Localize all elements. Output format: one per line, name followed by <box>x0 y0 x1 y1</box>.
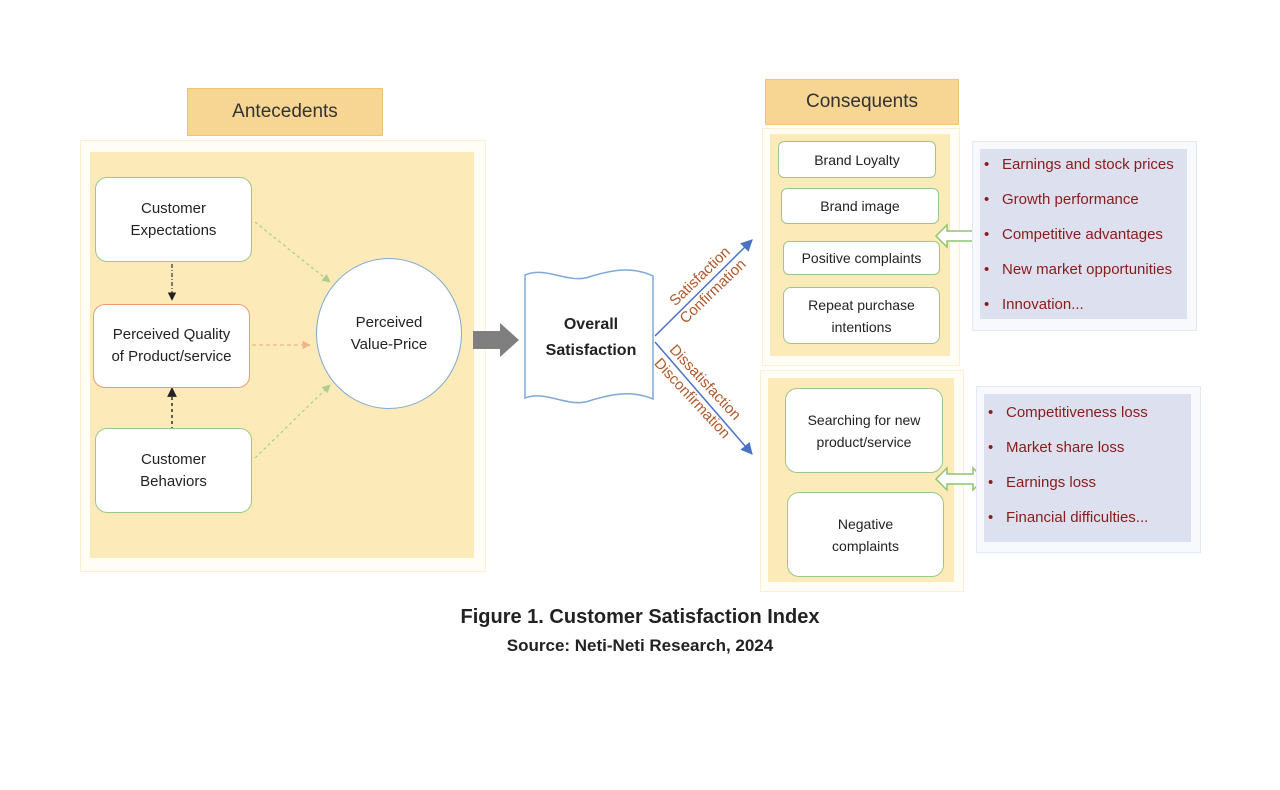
consequents-header: Consequents <box>765 79 959 125</box>
outcome-competitive-advantages: Competitive advantages <box>980 226 1187 261</box>
outcome-market-share-loss: Market share loss <box>984 439 1191 474</box>
perceived-quality-node: Perceived Quality of Product/service <box>93 304 250 388</box>
negative-complaints-node: Negative complaints <box>787 492 944 577</box>
antecedents-header: Antecedents <box>187 88 383 136</box>
overall-satisfaction-shape <box>524 269 654 404</box>
outcome-new-market: New market opportunities <box>980 261 1187 296</box>
repeat-purchase-node: Repeat purchase intentions <box>783 287 940 344</box>
positive-complaints-node: Positive complaints <box>783 241 940 275</box>
outcome-competitiveness-loss: Competitiveness loss <box>984 404 1191 439</box>
outcome-innovation: Innovation... <box>980 296 1187 331</box>
outcome-earnings-stock: Earnings and stock prices <box>980 156 1187 191</box>
overall-satisfaction-label: Overall Satisfaction <box>545 316 637 359</box>
positive-outcomes-list: Earnings and stock prices Growth perform… <box>980 149 1187 319</box>
brand-image-node: Brand image <box>781 188 939 224</box>
outcome-earnings-loss: Earnings loss <box>984 474 1191 509</box>
customer-expectations-node: Customer Expectations <box>95 177 252 262</box>
outcome-financial-difficulties: Financial difficulties... <box>984 509 1191 544</box>
brand-loyalty-node: Brand Loyalty <box>778 141 936 178</box>
figure-title: Figure 1. Customer Satisfaction Index <box>460 606 820 628</box>
figure-source: Source: Neti-Neti Research, 2024 <box>506 636 774 655</box>
outcome-growth: Growth performance <box>980 191 1187 226</box>
customer-behaviors-node: Customer Behaviors <box>95 428 252 513</box>
big-arrow-icon <box>473 323 519 357</box>
searching-new-product-node: Searching for new product/service <box>785 388 943 473</box>
perceived-value-circle: Perceived Value-Price <box>316 258 462 409</box>
negative-outcomes-list: Competitiveness loss Market share loss E… <box>984 394 1191 542</box>
